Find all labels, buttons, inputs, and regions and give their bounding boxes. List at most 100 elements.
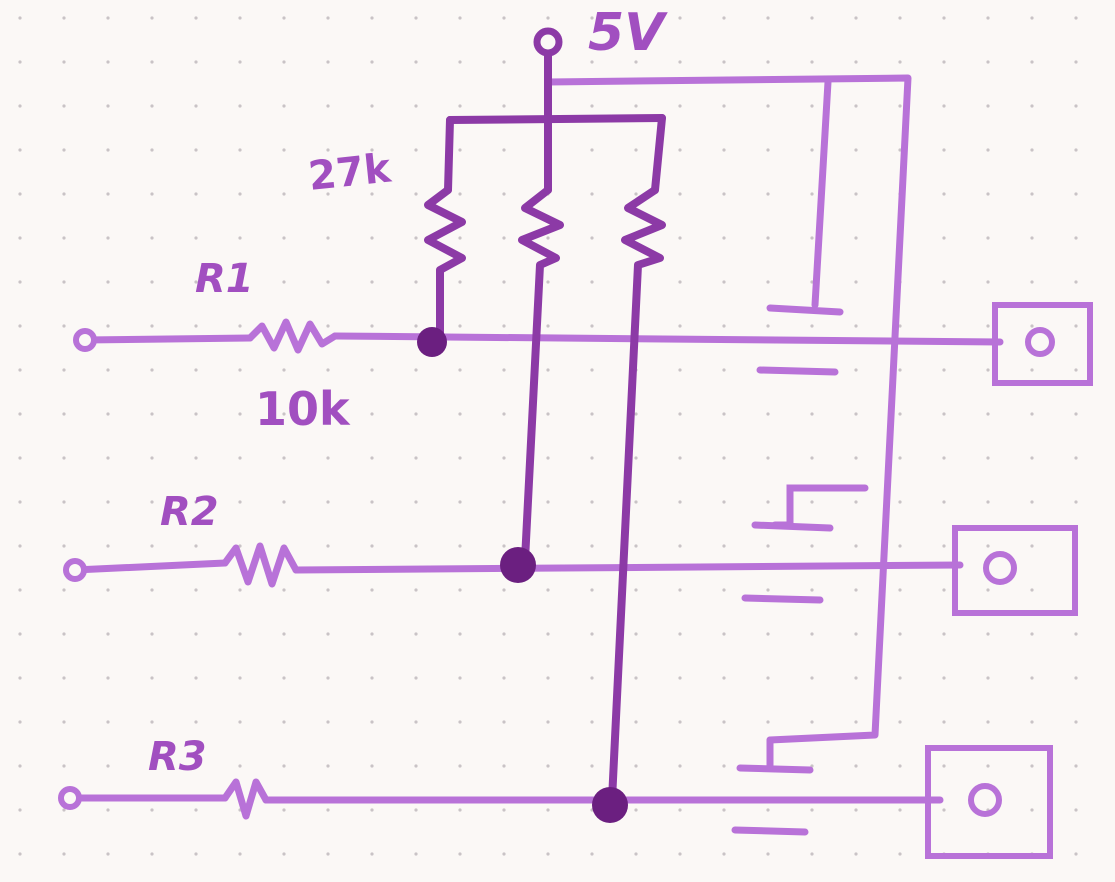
grid-dot [854,280,858,284]
grid-dot [810,808,814,812]
grid-dot [18,500,22,504]
grid-dot [18,544,22,548]
grid-dot [634,676,638,680]
grid-dot [370,192,374,196]
cap3-bottom-plate [731,826,809,836]
grid-dot [942,808,946,812]
grid-dot [326,676,330,680]
grid-dot [678,104,682,108]
grid-dot [106,60,110,64]
grid-dot [1030,16,1034,20]
grid-dot [678,544,682,548]
grid-dot [590,500,594,504]
grid-dot [1030,632,1034,636]
grid-dot [150,148,154,152]
grid-dot [502,412,506,416]
grid-dot [1030,676,1034,680]
grid-dot [106,192,110,196]
grid-dot [370,764,374,768]
grid-dot [1030,808,1034,812]
grid-dot [590,456,594,460]
grid-dot [194,544,198,548]
grid-dot [986,192,990,196]
grid-dot [810,16,814,20]
grid-dot [986,632,990,636]
r2-name-label: R2 [160,489,219,535]
grid-dot [150,324,154,328]
grid-dot [766,500,770,504]
output-box-2 [952,525,1078,616]
grid-dot [854,16,858,20]
grid-dot [238,280,242,284]
r1-resistor [246,318,339,354]
grid-dot [150,808,154,812]
grid-dot [238,324,242,328]
grid-dot [194,808,198,812]
grid-dot [634,544,638,548]
r2-input-wire [71,559,229,574]
grid-dot [414,764,418,768]
grid-dot [502,148,506,152]
dot-grid [18,16,1078,856]
grid-dot [590,852,594,856]
grid-dot [106,456,110,460]
grid-dot [766,456,770,460]
grid-dot [634,412,638,416]
grid-dot [898,368,902,372]
grid-dot [194,16,198,20]
grid-dot [282,148,286,152]
grid-dot [18,368,22,372]
grid-dot [634,500,638,504]
grid-dot [986,588,990,592]
grid-dot [722,500,726,504]
grid-dot [458,588,462,592]
grid-dot [1030,764,1034,768]
grid-dot [62,588,66,592]
r2-input-terminal [63,558,87,582]
cap1-stem [811,78,832,309]
grid-dot [458,368,462,372]
grid-dot [1074,808,1078,812]
grid-dot [942,148,946,152]
grid-dot [502,544,506,548]
grid-dot [810,544,814,548]
grid-dot [414,500,418,504]
grid-dot [766,324,770,328]
pullup1-resistor [424,186,466,344]
grid-dot [326,500,330,504]
grid-dot [282,632,286,636]
grid-dot [854,764,858,768]
grid-dot [546,720,550,724]
grid-dot [722,456,726,460]
grid-dot [722,720,726,724]
grid-dot [1074,104,1078,108]
line2-wire [292,561,964,574]
grid-dot [854,676,858,680]
grid-dot [634,16,638,20]
grid-dot [18,676,22,680]
r3-name-label: R3 [148,734,207,780]
grid-dot [898,16,902,20]
grid-dot [326,236,330,240]
grid-dot [62,544,66,548]
grid-dot [282,412,286,416]
grid-dot [62,500,66,504]
grid-dot [766,192,770,196]
grid-dot [502,192,506,196]
grid-dot [458,104,462,108]
grid-dot [62,676,66,680]
grid-dot [62,720,66,724]
grid-dot [326,192,330,196]
grid-dot [238,236,242,240]
grid-dot [678,456,682,460]
grid-dot [18,412,22,416]
grid-dot [18,456,22,460]
grid-dot [370,280,374,284]
grid-dot [106,16,110,20]
grid-dot [986,368,990,372]
grid-dot [898,104,902,108]
grid-dot [942,192,946,196]
grid-dot [502,676,506,680]
grid-dot [238,60,242,64]
grid-dot [1074,500,1078,504]
